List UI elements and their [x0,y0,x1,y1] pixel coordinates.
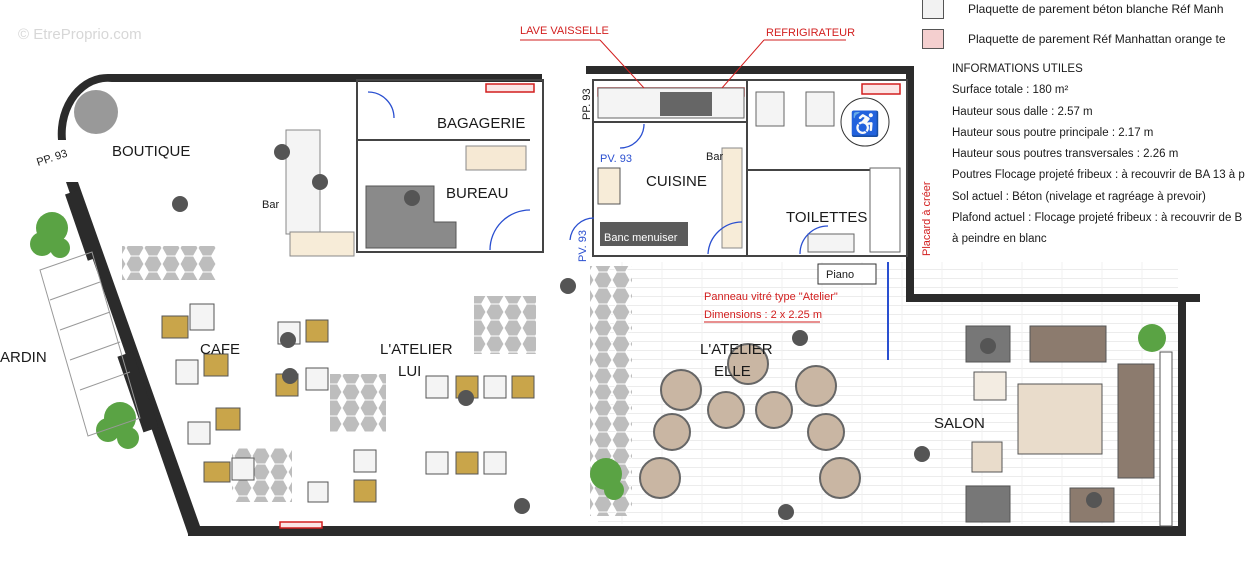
workbench [600,222,688,246]
room-label-bureau: BUREAU [446,185,509,202]
sink [660,92,712,116]
doors [367,91,829,255]
legend-swatch [922,0,944,19]
info-line: Surface totale : 180 m² [952,84,1069,97]
info-title: INFORMATIONS UTILES [952,63,1083,75]
legend: Plaquette de parement béton blanche Réf … [922,0,1226,54]
label-panneau-dimensions: Dimensions : 2 x 2.25 m [704,309,822,321]
info-line: Hauteur sous dalle : 2.57 m [952,105,1093,118]
legend-label: Plaquette de parement béton blanche Réf … [968,2,1224,16]
label-bar-kitchen: Bar [706,151,723,163]
piano [817,263,877,285]
shrub [74,90,118,134]
garden-bench [39,251,141,437]
room-label-boutique: BOUTIQUE [112,143,190,160]
toilets-fixtures [755,91,901,253]
room-label-salon: SALON [934,415,985,432]
room-label-toilettes: TOILETTES [786,209,867,226]
label-lave-vaisselle: LAVE VAISSELLE [520,25,609,37]
interior-walls [356,79,908,257]
info-line: Poutres Flocage projeté fribeux : à reco… [952,169,1245,182]
room-label-cafe: CAFE [200,341,240,358]
legend-item-orange: Plaquette de parement Réf Manhattan oran… [922,24,1226,54]
room-label-atelier-lui-2: LUI [398,363,421,380]
room-label-jardin: ARDIN [0,349,47,366]
bar-base [289,231,355,257]
plants [30,212,1166,500]
label-bar: Bar [262,199,279,211]
info-line: à peindre en blanc [952,233,1047,246]
label-placard: Placard à créer [921,181,933,256]
info-line: Hauteur sous poutre principale : 2.17 m [952,126,1154,139]
label-banc-menuiser: Banc menuiser [604,232,678,244]
info-line: Sol actuel : Béton (nivelage et ragréage… [952,190,1206,203]
salon-furniture [965,325,1173,527]
label-refrigerateur: REFRIGIRATEUR [766,27,855,39]
label-pp93-cuisine: PP. 93 [581,88,593,120]
info-line: Hauteur sous poutres transversales : 2.2… [952,148,1179,161]
label-panneau-vitre: Panneau vitré type "Atelier" [704,291,838,303]
legend-swatch [922,29,944,49]
office-desk [365,185,457,249]
room-label-bagagerie: BAGAGERIE [437,115,525,132]
room-label-cuisine: CUISINE [646,173,707,190]
floor-plan: ♿ [0,25,1200,536]
label-pv93-cuisine: PV. 93 [600,153,632,165]
info-panel: INFORMATIONS UTILES Surface totale : 180… [952,63,1245,256]
label-piano: Piano [826,269,854,281]
bagagerie-shelf [465,145,527,171]
people-figures [172,144,1102,520]
label-pp93-boutique: PP. 93 [35,148,69,169]
cafe-chairs [161,303,535,503]
room-label-atelier-lui: L'ATELIER [380,341,453,358]
legend-item-beton: Plaquette de parement béton blanche Réf … [922,0,1226,24]
legend-label: Plaquette de parement Réf Manhattan oran… [968,32,1226,46]
red-leader-lines [520,39,846,323]
kitchen-bar [721,147,743,249]
watermark-text: © EtreProprio.com [18,26,142,43]
round-chairs [639,343,861,499]
label-pv93-banc: PV. 93 [577,230,589,262]
info-line: Plafond actuel : Flocage projeté fribeux… [952,212,1243,225]
exterior-walls [57,66,1200,536]
room-label-atelier-elle: L'ATELIER [700,341,773,358]
room-label-atelier-elle-2: ELLE [714,363,751,380]
accessibility-icon: ♿ [850,110,880,138]
kitchen-stove [597,167,621,205]
